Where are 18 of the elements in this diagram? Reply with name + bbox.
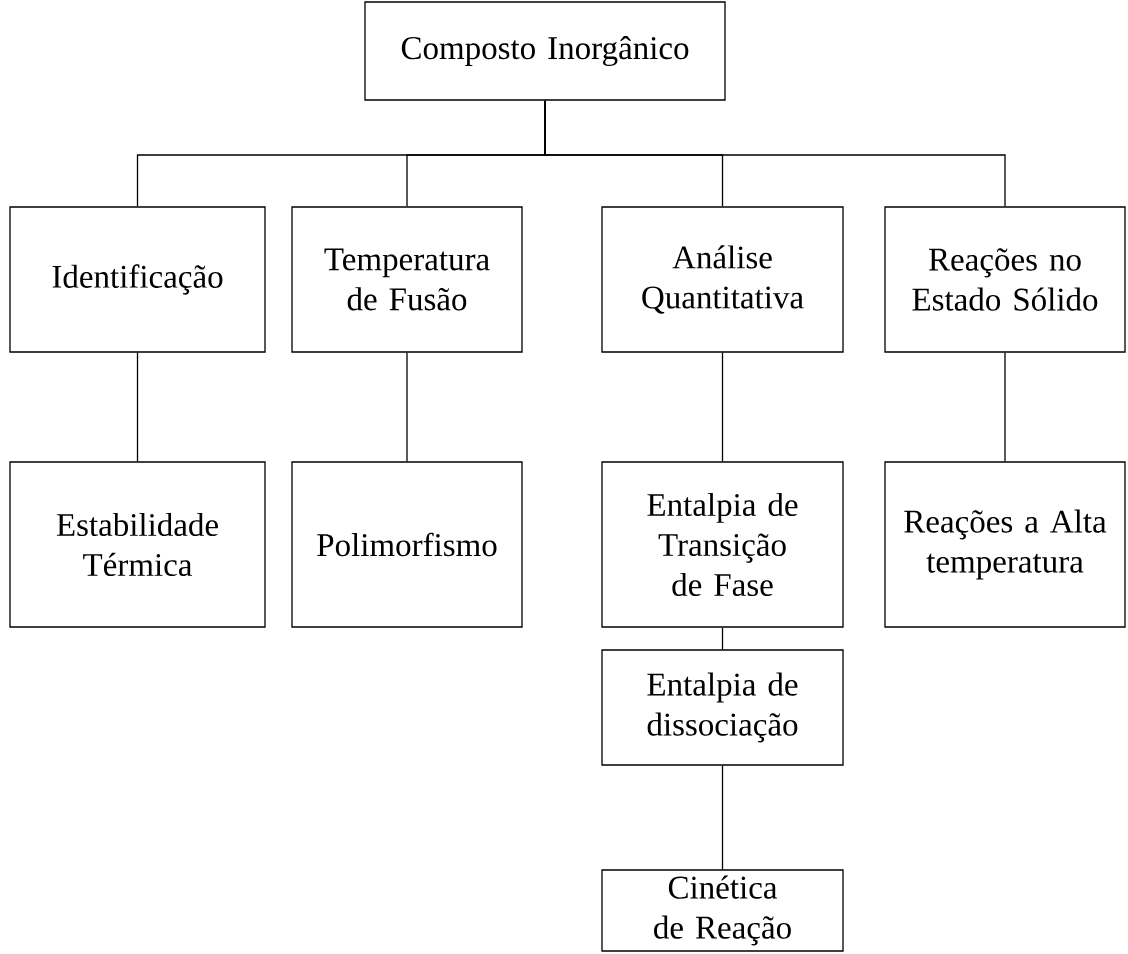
connector-line	[721, 627, 724, 650]
connector-line	[136, 352, 139, 462]
connector-line	[721, 765, 724, 870]
topic-box: Reações no Estado Sólido	[884, 206, 1126, 353]
connector-line	[544, 100, 1006, 207]
topic-box: Polimorfismo	[291, 461, 523, 628]
topic-box: Reações a Alta temperatura	[884, 461, 1126, 628]
topic-box: Análise Quantitativa	[601, 206, 844, 353]
topic-box: Estabilidade Térmica	[9, 461, 266, 628]
topic-box: Cinética de Reação	[601, 869, 844, 952]
connector-line	[721, 352, 724, 462]
topic-box: Entalpia de Transição de Fase	[601, 461, 844, 628]
topic-box: Temperatura de Fusão	[291, 206, 523, 353]
connector-line	[1004, 352, 1006, 462]
connector-line	[406, 352, 408, 462]
topic-box: Entalpia de dissociação	[601, 649, 844, 766]
topic-box: Composto Inorgânico	[364, 1, 726, 101]
topic-box: Identificação	[9, 206, 266, 353]
